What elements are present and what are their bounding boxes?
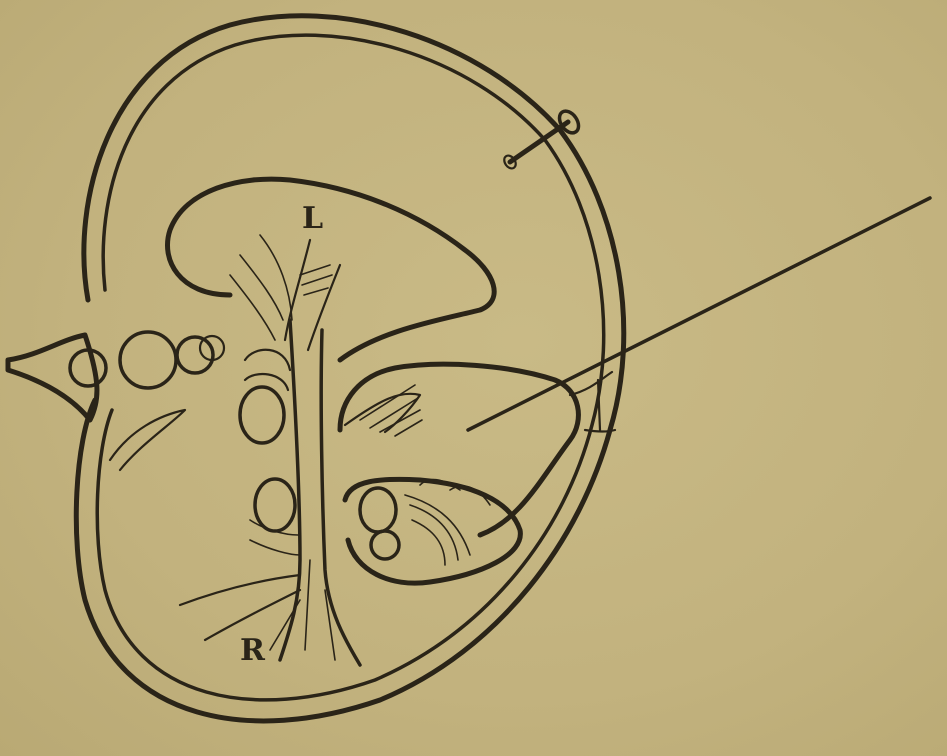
left-inner-wall (110, 410, 185, 470)
label-upper: L (302, 201, 323, 236)
lower-lobe-circles (360, 488, 399, 559)
pointer-line (468, 198, 930, 430)
central-trunk (180, 320, 360, 665)
middle-lobe (340, 364, 578, 535)
label-lower: R (240, 633, 266, 668)
left-cups (240, 350, 300, 555)
middle-lobe-inner (345, 394, 420, 432)
left-attachment (8, 332, 224, 420)
outer-wall-outer (76, 16, 624, 721)
pin (502, 108, 583, 171)
upper-lobe (168, 179, 495, 360)
